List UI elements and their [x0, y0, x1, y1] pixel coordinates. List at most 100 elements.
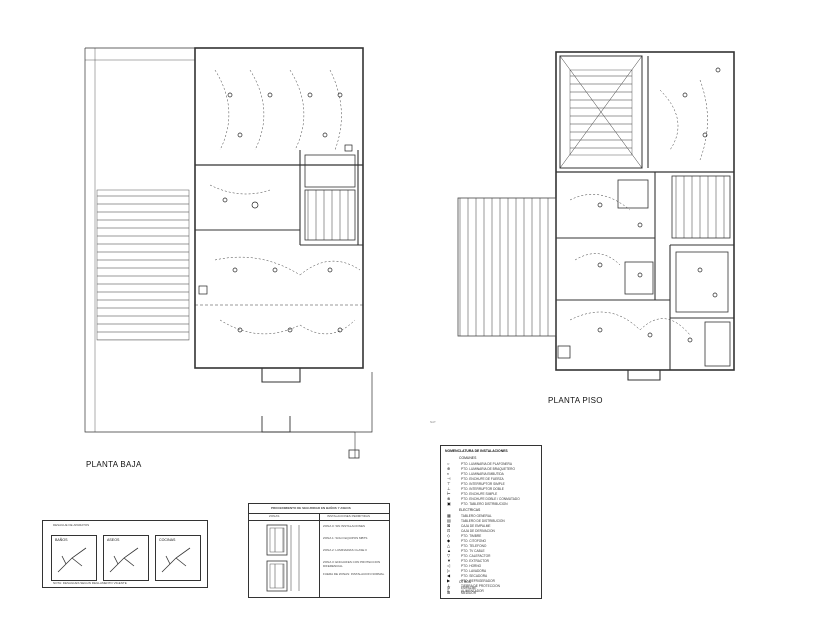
house-outline [194, 47, 364, 369]
legend-common-row: ◐ PTO. LUMINARIA EMBUTIDA [447, 472, 539, 477]
legend-electric-row: ⊥ TIERRA DE PROTECCION [447, 584, 539, 589]
legend-symbol-icon: ▦ [447, 513, 451, 518]
legend-row-label: PTO. SECADORA [461, 574, 488, 578]
legend-section-other: OTROS [459, 580, 472, 584]
legend-electric-row: ▦ TABLERO GENERAL [447, 514, 539, 519]
legend-symbol-icon: ⊘ [447, 585, 451, 590]
drain-detail-caption: BAÑOS [55, 538, 68, 542]
legend-symbol-icon: ◐ [447, 471, 450, 476]
legend-common-row: ⊣ PTO. ENCHUFE DE FUERZA [447, 477, 539, 482]
drain-detail-sketch [109, 547, 139, 573]
legend-symbol-icon: ▼ [447, 558, 451, 563]
legend-symbol-icon: ▶ [447, 578, 451, 583]
legend-row-label: TABLERO DE DISTRIBUCION [461, 519, 505, 523]
legend-symbol-icon: ⊥ [447, 486, 451, 491]
legend-row-label: PTO. TIMBRE [461, 534, 482, 538]
legend-symbol-icon: ⊠ [447, 523, 451, 528]
legend-row-label: EMPALME [461, 586, 477, 590]
legend-symbol-icon: ▽ [447, 553, 451, 558]
site-boundary [84, 48, 373, 433]
legend-symbol-icon: ○ [447, 461, 450, 466]
safety-title: PROCEDIMIENTO DE SEGURIDAD EN BAÑOS Y AS… [271, 506, 351, 510]
legend-electric-row: ▽PTO. CALEFACTOR [447, 554, 539, 559]
ground-floor-title: PLANTA BAJA [86, 460, 142, 469]
legend-row-label: PTO. ENCHUFE DE FUERZA [461, 477, 504, 481]
legend-electric-row: ≡ALIMENTADOR [447, 589, 539, 594]
legend-symbol-icon: ⊞ [447, 590, 451, 595]
upper-stair-block [671, 175, 731, 239]
legend-electric-row: ◇ PTO. TIMBRE [447, 534, 539, 539]
legend-row-label: PTO. TABLERO DISTRIBUCION [461, 502, 508, 506]
safety-col-permitted: INSTALACIONES PERMITIDAS [327, 514, 370, 518]
drain-detail-caption: COCINAS [159, 538, 176, 542]
legend-row-label: PTO. LUMINARIA DE BRAQUETERO [461, 467, 515, 471]
legend-row-label: PTO. TELEFONO [461, 544, 487, 548]
safety-note: FUERA DE ZONAS: INSTALACION NORMAL [323, 572, 385, 576]
drain-detail-card: BAÑOS [51, 535, 97, 581]
legend-symbol-icon: ◇ [447, 533, 451, 538]
legend-title: NOMENCLATURA DE INSTALACIONES [445, 449, 508, 453]
legend-common-row: ○ PTO. LUMINARIA DE PLAFONERA [447, 462, 539, 467]
safety-note: ZONA 3: ENCHUFES CON PROTECCION DIFERENC… [323, 560, 381, 568]
legend-row-label: PTO. REFRIGERADOR [461, 579, 495, 583]
upper-floor-plan [555, 51, 735, 381]
legend-row-label: PTO. TV CABLE [461, 549, 485, 553]
legend-electric-row: ⊠ CAJA DE EMPALME [447, 524, 539, 529]
legend-box: NOMENCLATURA DE INSTALACIONES COMUNES ○ P… [440, 445, 542, 599]
drain-footer: NOTA: DESAGUES SEGUN REGLAMENTO VIGENTE [53, 581, 127, 585]
stair-block [304, 189, 356, 241]
legend-symbol-icon: ⊗ [447, 496, 451, 501]
legend-common-row: ⊢PTO. ENCHUFE SIMPLE [447, 492, 539, 497]
legend-symbol-icon: ▷ [447, 568, 451, 573]
bath-block [304, 154, 356, 188]
legend-row-label: PTO. INTERRUPTOR DOBLE [461, 487, 504, 491]
legend-row-label: CAJA DE EMPALME [461, 524, 491, 528]
legend-row-label: PTO. LUMINARIA DE PLAFONERA [461, 462, 512, 466]
ground-floor-plan [84, 47, 373, 459]
safety-note: ZONA 0: SIN INSTALACIONES [323, 524, 365, 528]
legend-other-row: ⊞ MEDIDOR [447, 591, 539, 596]
safety-zone-diagram [266, 524, 300, 592]
drain-detail-sketch [161, 547, 191, 573]
ground-floor-fixtures [198, 92, 353, 333]
legend-symbol-icon: ▤ [447, 518, 451, 523]
legend-row-label: PTO. EXTRACTOR [461, 559, 489, 563]
legend-symbol-icon: ⊣ [447, 476, 451, 481]
legend-symbol-icon: ▲ [447, 548, 451, 553]
safety-note: ZONA 1: SOLO EQUIPOS MBTS [323, 536, 368, 540]
legend-section-common: COMUNES [459, 456, 477, 460]
legend-row-label: TIERRA DE PROTECCION [461, 584, 500, 588]
safety-procedure-box: PROCEDIMIENTO DE SEGURIDAD EN BAÑOS Y AS… [248, 503, 390, 598]
legend-row-label: CAJA DE DERIVACION [461, 529, 495, 533]
legend-symbol-icon: ⊥ [447, 583, 451, 588]
legend-electric-row: ▤ TABLERO DE DISTRIBUCION [447, 519, 539, 524]
legend-common-row: ⊤ PTO. INTERRUPTOR SIMPLE [447, 482, 539, 487]
legend-row-label: ALIMENTADOR [461, 589, 484, 593]
legend-row-label: TABLERO GENERAL [461, 514, 492, 518]
legend-symbol-icon: ◆ [447, 538, 451, 543]
safety-note: ZONA 2: LUMINARIAS CLASE II [323, 548, 367, 552]
legend-row-label: MEDIDOR [461, 591, 477, 595]
legend-symbol-icon: ▣ [447, 501, 451, 506]
legend-electric-row: ▼ PTO. EXTRACTOR [447, 559, 539, 564]
legend-row-label: PTO. INTERRUPTOR SIMPLE [461, 482, 505, 486]
legend-electric-row: ▲ PTO. TV CABLE [447, 549, 539, 554]
legend-electric-row: ▶ PTO. REFRIGERADOR [447, 579, 539, 584]
legend-row-label: PTO. HORNO [461, 564, 482, 568]
legend-common-row: ⊗PTO. ENCHUFE DOBLE / CONMUTADO [447, 497, 539, 502]
scribble-note: NAT [430, 420, 436, 424]
legend-common-row: ⊥ PTO. INTERRUPTOR DOBLE [447, 487, 539, 492]
legend-common-row: ⊕PTO. LUMINARIA DE BRAQUETERO [447, 467, 539, 472]
legend-other-row: ⊘ EMPALME [447, 586, 539, 591]
legend-electric-row: △ PTO. TELEFONO [447, 544, 539, 549]
legend-row-label: PTO. LAVADORA [461, 569, 487, 573]
legend-symbol-icon: ◀ [447, 573, 451, 578]
upper-floor-fixtures [597, 67, 721, 343]
legend-symbol-icon: △ [447, 543, 451, 548]
legend-symbol-icon: ⊤ [447, 481, 451, 486]
legend-row-label: PTO. LUMINARIA EMBUTIDA [461, 472, 504, 476]
legend-electric-row: ◆PTO. CITOFONO [447, 539, 539, 544]
